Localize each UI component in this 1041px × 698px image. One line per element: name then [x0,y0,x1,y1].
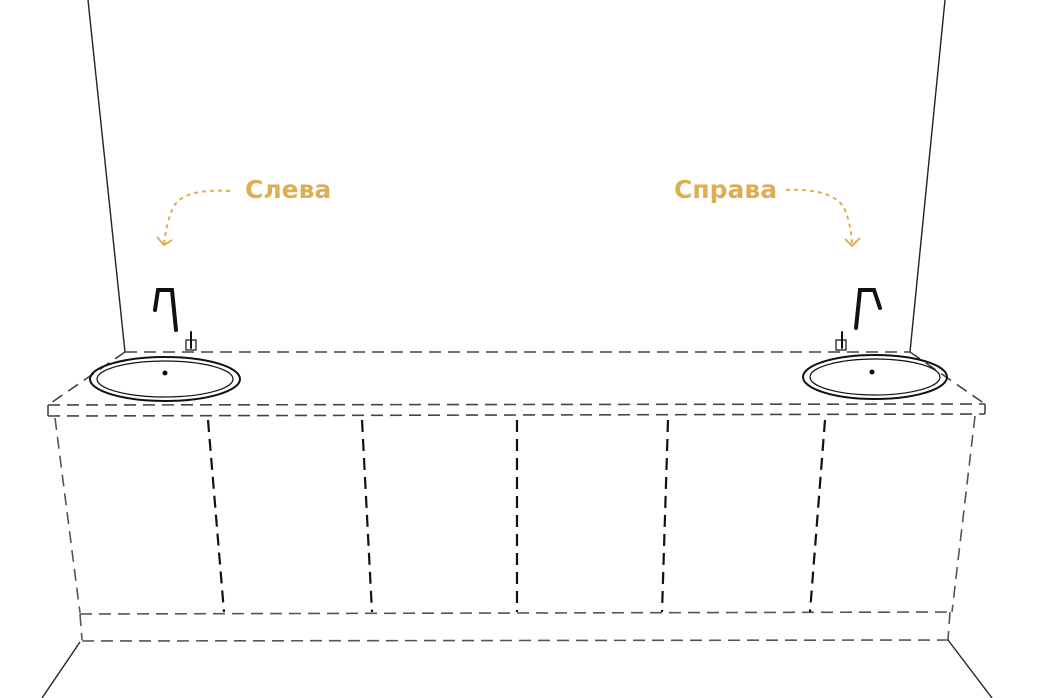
left-faucet-icon [153,288,197,351]
floor-right-edge [947,639,993,698]
door-dividers [206,419,827,613]
left-sink [89,356,241,402]
right-sink [802,354,948,400]
label-left: Слева [245,175,332,204]
label-right: Справа [674,175,778,204]
left-arrow-icon [156,189,231,247]
right-faucet-icon [835,288,882,351]
right-wall-edge [909,0,946,353]
cabinet-body [54,415,976,642]
left-wall-edge [87,0,126,353]
floor-left-edge [41,641,81,698]
right-arrow-icon [785,188,861,248]
